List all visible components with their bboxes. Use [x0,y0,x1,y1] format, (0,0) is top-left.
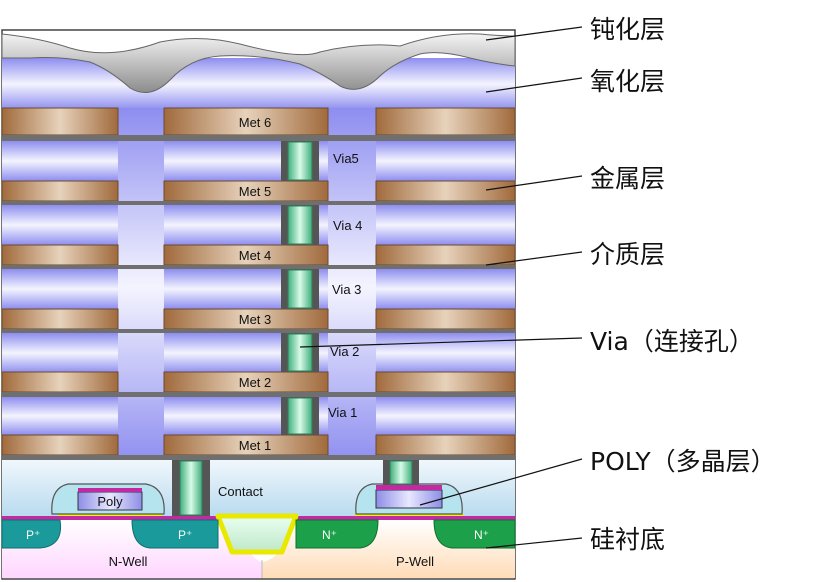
dielectric-layer-3 [2,333,515,373]
metal-6-label: Met 6 [239,115,272,130]
via-2-label: Via 2 [330,344,359,359]
dielectric-layer-6 [2,141,515,181]
metal-6-layer [1,107,516,141]
right-poly-gate [375,489,443,509]
metal-1-left [1,434,119,456]
metal-6-left [1,107,119,136]
metal-4-right [375,244,516,266]
via-4-label: Via 4 [333,218,362,233]
metal-6-right [375,107,516,136]
oxide-top-layer [2,58,515,110]
contact-label: Contact [218,484,263,499]
metal-2-label: Met 2 [239,375,272,390]
callout-leaders [299,26,583,549]
n-well-label: N-Well [109,554,148,569]
metal-4-label: Met 4 [239,248,272,263]
dielectric-layer-4 [2,269,515,309]
metal-3-right [375,308,516,330]
dielectric-layer-2 [2,397,515,435]
callout-poly: POLY（多晶层） [590,447,776,476]
shallow-trench-isolation [215,513,299,555]
metal-1-layer [1,434,516,460]
p-plus-diffusion-left [1,519,62,549]
n-plus-label-left: N⁺ [322,528,337,542]
dielectric-layer-5 [2,205,515,245]
callout-dielectric: 介质层 [590,240,665,269]
metal-5-left [1,180,119,202]
poly-label: Poly [97,494,123,509]
right-gate-top [376,485,442,490]
metal-5-right [375,180,516,202]
metal-5-label: Met 5 [239,184,272,199]
metal-3-left [1,308,119,330]
metal-3-label: Met 3 [239,312,272,327]
n-plus-diffusion-left [295,519,379,549]
metal-1-label: Met 1 [239,438,272,453]
n-plus-diffusion-right [433,519,516,549]
metal-2-left [1,371,119,393]
p-plus-diffusion-center [131,519,219,549]
n-plus-label-right: N⁺ [474,528,489,542]
callout-via: Via（连接孔） [590,327,754,356]
metal-4-left [1,244,119,266]
via-1-label: Via 1 [328,405,357,420]
left-gate-top [78,488,142,492]
metal-5-layer [1,180,516,205]
metal-1-right [375,434,516,456]
p-well-label: P-Well [396,554,434,569]
via-3-label: Via 3 [332,282,361,297]
metal-2-layer [1,371,516,397]
metal-2-right [375,371,516,393]
callout-metal: 金属层 [590,164,665,193]
callout-substrate: 硅衬底 [590,525,665,554]
callout-oxide: 氧化层 [590,67,665,96]
p-plus-label-center: P⁺ [178,528,192,542]
metal-gap-oxide [118,108,376,465]
p-plus-label-left: P⁺ [26,528,40,542]
metal-4-layer [1,244,516,269]
passivation-layer [1,33,516,93]
via-5-label: Via5 [333,151,359,166]
via-stack [281,141,319,435]
metal-3-layer [1,308,516,333]
callout-passivation: 钝化层 [590,15,665,44]
